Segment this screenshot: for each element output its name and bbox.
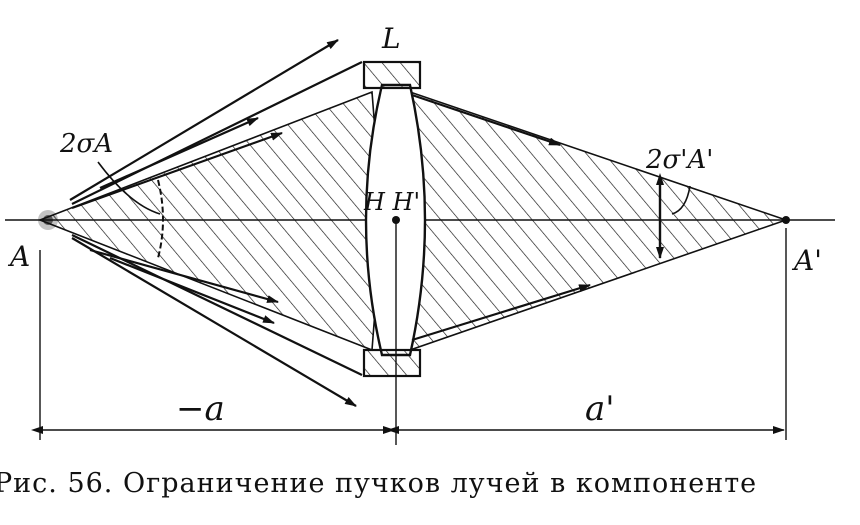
ray-up-3 — [71, 131, 283, 210]
optical-diagram: L A A' H H' 2σA 2σ'A' −a a' — [5, 22, 835, 445]
label-angle-image: 2σ'A' — [645, 145, 713, 175]
caption-text: Рис. 56. Ограничение пучков лучей в комп… — [0, 468, 758, 499]
image-side-beam — [399, 90, 789, 352]
label-source: A — [7, 240, 30, 273]
rays — [69, 39, 591, 407]
ray-down-2 — [71, 237, 357, 407]
angle-leader-image — [671, 185, 691, 215]
image-point — [782, 216, 790, 224]
ray-up-1 — [69, 39, 339, 201]
source-point — [38, 210, 58, 230]
lens-center-point — [392, 216, 400, 224]
label-image-distance: a' — [585, 389, 615, 429]
angle-arc-object — [157, 179, 164, 259]
aperture-rim-top — [362, 60, 422, 90]
label-lens: L — [381, 22, 401, 55]
label-principal-planes: H H' — [363, 188, 420, 216]
aperture-rim-bottom — [362, 348, 422, 378]
ray-up-2 — [71, 61, 363, 205]
figure-caption: Рис. 56. Ограничение пучков лучей в комп… — [0, 468, 860, 518]
label-angle-object: 2σA — [59, 129, 113, 159]
label-object-distance: −a — [176, 389, 225, 429]
label-image: A' — [791, 244, 822, 277]
angle-leader-object — [97, 161, 161, 215]
